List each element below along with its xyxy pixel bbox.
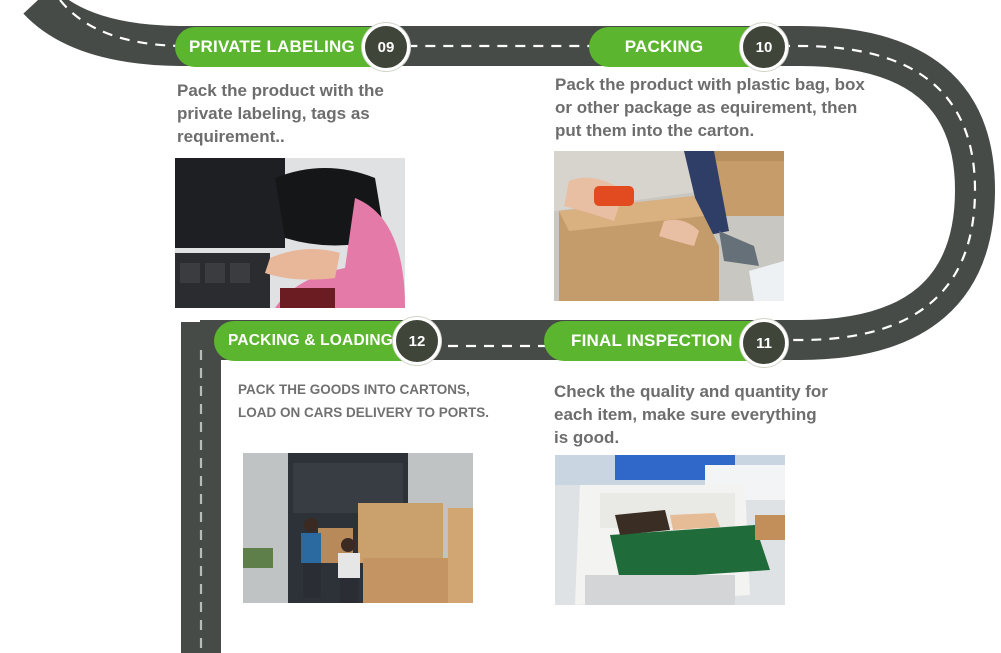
step-11-badge: 11 [740, 319, 788, 367]
step-10-title: PACKING [589, 27, 769, 67]
step-09-title-text: PRIVATE LABELING [189, 37, 355, 56]
step-12-description: PACK THE GOODS INTO CARTONS, LOAD ON CAR… [238, 382, 490, 420]
step-12-number: 12 [408, 332, 426, 350]
step-11-description: Check the quality and quantity for each … [554, 382, 828, 447]
step-09-description: Pack the product with the private labeli… [177, 81, 384, 146]
step-09-photo [175, 158, 405, 308]
step-09-number: 09 [377, 38, 395, 56]
step-09-title: PRIVATE LABELING [175, 27, 390, 67]
step-10-photo [554, 151, 784, 301]
step-10-description: Pack the product with plastic bag, box o… [555, 75, 865, 140]
step-12-badge: 12 [393, 317, 441, 365]
step-10-title-text: PACKING [624, 37, 704, 56]
step-10-number: 10 [755, 38, 773, 56]
step-12-title-text: PACKING & LOADING [228, 332, 393, 349]
step-11-title: FINAL INSPECTION [544, 321, 769, 361]
step-11-title-text: FINAL INSPECTION [571, 331, 733, 350]
step-11-number: 11 [756, 334, 772, 352]
step-09-badge: 09 [362, 23, 410, 71]
step-12-title: PACKING & LOADING [214, 321, 414, 361]
step-11-photo [555, 455, 785, 605]
step-12-photo [243, 453, 473, 603]
step-10-badge: 10 [740, 23, 788, 71]
